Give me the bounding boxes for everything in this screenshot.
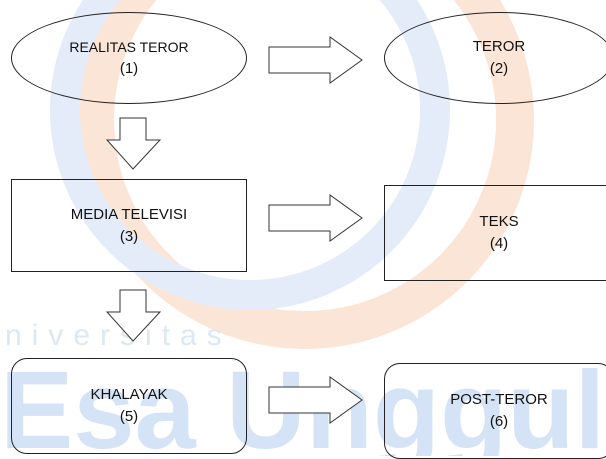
node-teror: TEROR (2): [384, 12, 606, 104]
arrow-down-3-to-5: [106, 289, 162, 342]
arrow-down-1-to-3: [106, 117, 162, 170]
node-number: (6): [489, 413, 509, 430]
node-number: (3): [119, 227, 139, 245]
node-media-televisi: MEDIA TELEVISI (3): [11, 179, 247, 272]
node-number: (5): [119, 408, 139, 425]
node-number: (2): [489, 60, 509, 77]
node-label: MEDIA TELEVISI: [70, 205, 188, 223]
arrow-right-5-to-6: [268, 376, 363, 424]
arrow-right-3-to-4: [268, 194, 363, 242]
node-post-teror: POST-TEROR (6): [384, 363, 606, 459]
node-number: (1): [119, 60, 139, 77]
node-label: REALITAS TEROR: [69, 39, 189, 55]
arrow-right-1-to-2: [268, 36, 363, 84]
node-number: (4): [489, 235, 509, 252]
node-label: TEKS: [479, 213, 519, 230]
node-khalayak: KHALAYAK (5): [11, 358, 247, 454]
node-teks: TEKS (4): [384, 185, 606, 281]
node-realitas-teror: REALITAS TEROR (1): [11, 12, 247, 104]
node-label: TEROR: [472, 38, 526, 55]
node-label: POST-TEROR: [450, 391, 548, 408]
node-label: KHALAYAK: [90, 386, 168, 403]
